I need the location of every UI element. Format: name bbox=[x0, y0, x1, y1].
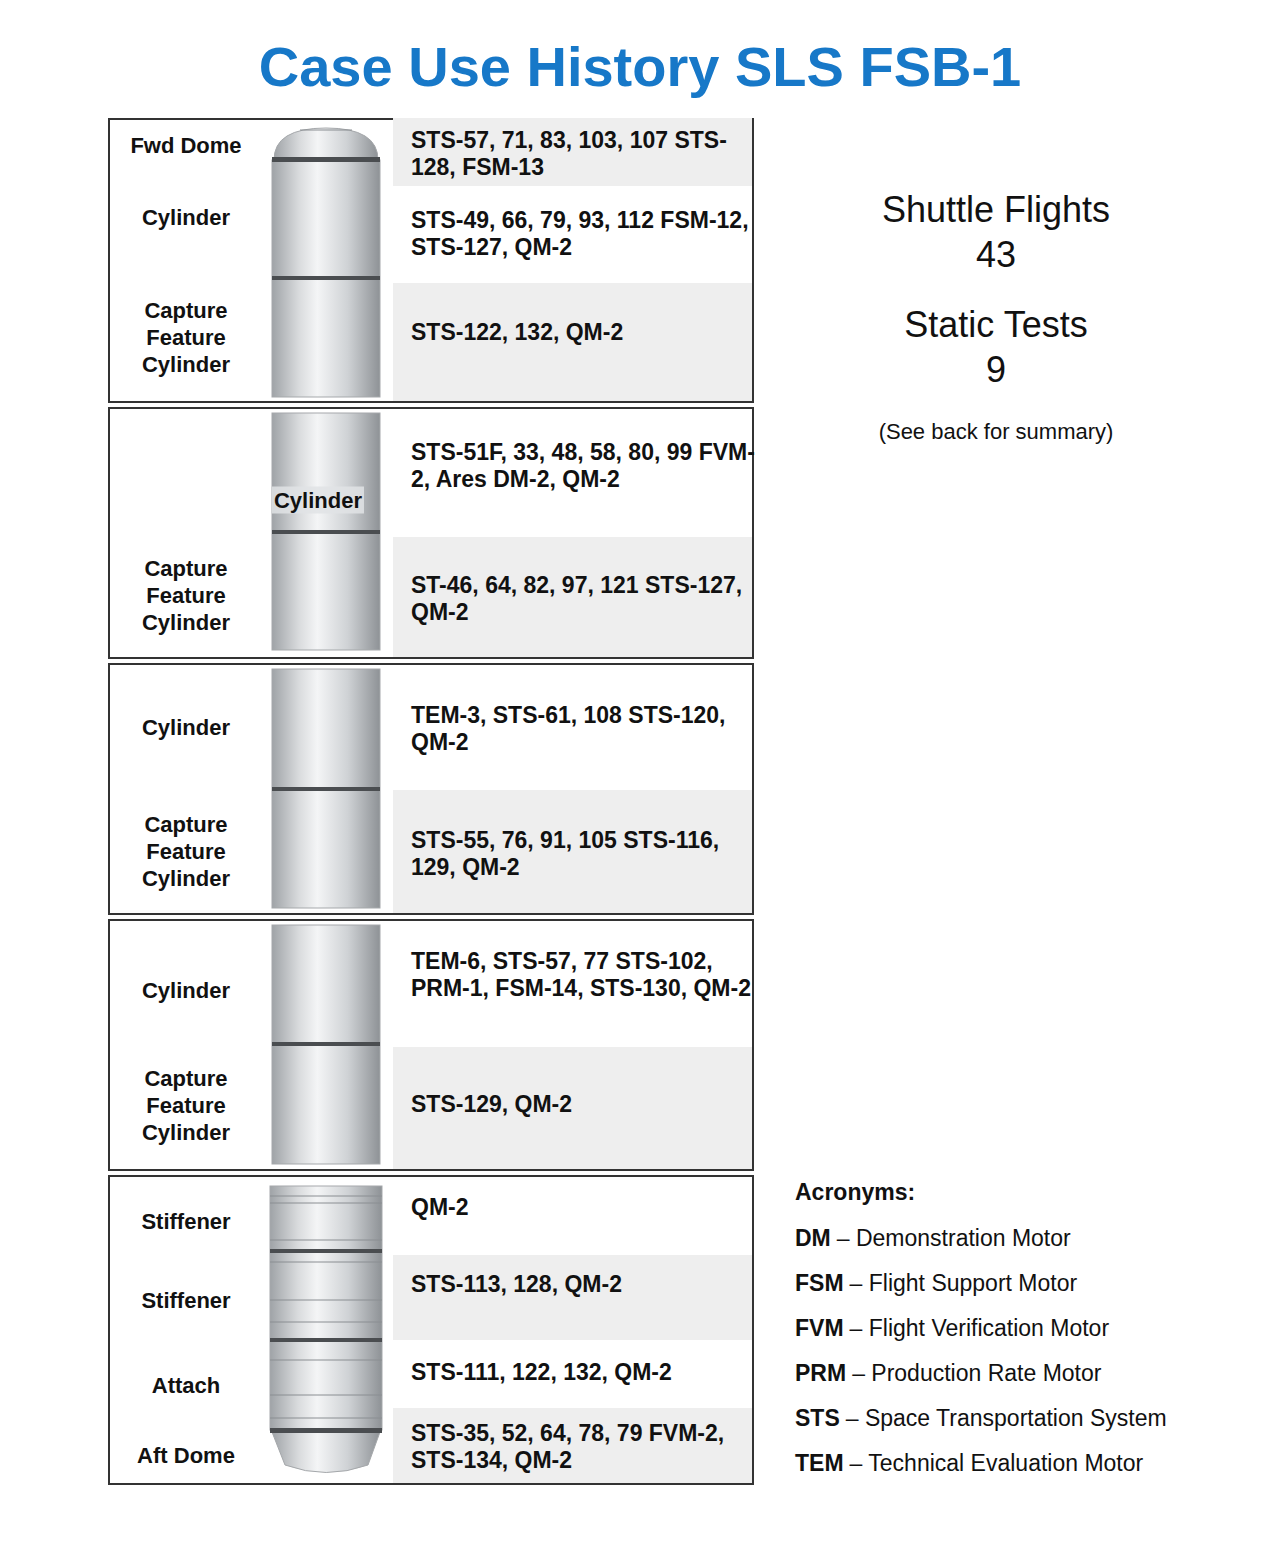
flight-list: QM-2 bbox=[411, 1194, 756, 1221]
acronym-meaning: – Production Rate Motor bbox=[852, 1359, 1101, 1387]
part-name: Attach bbox=[111, 1372, 261, 1399]
part-name: Stiffener bbox=[111, 1208, 261, 1235]
part-name: Cylinder bbox=[111, 977, 261, 1004]
flight-list: STS-122, 132, QM-2 bbox=[411, 319, 756, 346]
shaded-row bbox=[393, 1255, 752, 1340]
acronym-meaning: – Flight Support Motor bbox=[850, 1269, 1078, 1297]
acronym-row: FSM– Flight Support Motor bbox=[795, 1269, 1077, 1297]
part-name: Capture Feature Cylinder bbox=[111, 1065, 261, 1146]
acronym-row: FVM– Flight Verification Motor bbox=[795, 1314, 1109, 1342]
flight-list: STS-35, 52, 64, 78, 79 FVM-2, STS-134, Q… bbox=[411, 1420, 756, 1474]
summary-text: Shuttle Flights bbox=[746, 188, 1246, 231]
flight-list: STS-55, 76, 91, 105 STS-116, 129, QM-2 bbox=[411, 827, 756, 881]
flight-list: STS-129, QM-2 bbox=[411, 1091, 756, 1118]
segment-box: Cylinder TEM-6, STS-57, 77 STS-102, PRM-1… bbox=[108, 919, 754, 1171]
acronym-meaning: – Space Transportation System bbox=[846, 1404, 1167, 1432]
acronyms-heading: Acronyms: bbox=[795, 1178, 915, 1206]
segment-box: Cylinder TEM-3, STS-61, 108 STS-120, QM-2… bbox=[108, 663, 754, 915]
acronym-meaning: – Demonstration Motor bbox=[837, 1224, 1071, 1252]
flight-list: ST-46, 64, 82, 97, 121 STS-127, QM-2 bbox=[411, 572, 756, 626]
part-name: Cylinder bbox=[111, 714, 261, 741]
part-name: Capture Feature Cylinder bbox=[111, 555, 261, 636]
summary-text: Static Tests bbox=[746, 303, 1246, 346]
flight-list: STS-51F, 33, 48, 58, 80, 99 FVM-2, Ares … bbox=[411, 439, 756, 493]
flight-list: TEM-6, STS-57, 77 STS-102, PRM-1, FSM-14… bbox=[411, 948, 756, 1002]
segment-box: StiffenerQM-2StiffenerSTS-113, 128, QM-2… bbox=[108, 1175, 754, 1485]
segment-box: Cylinder STS-51F, 33, 48, 58, 80, 99 FVM-… bbox=[108, 407, 754, 659]
part-name: Stiffener bbox=[111, 1287, 261, 1314]
acronym-meaning: – Flight Verification Motor bbox=[850, 1314, 1110, 1342]
flight-list: TEM-3, STS-61, 108 STS-120, QM-2 bbox=[411, 702, 756, 756]
acronym: TEM bbox=[795, 1449, 844, 1477]
acronym-row: TEM– Technical Evaluation Motor bbox=[795, 1449, 1143, 1477]
acronym: FVM bbox=[795, 1314, 844, 1342]
part-name: Capture Feature Cylinder bbox=[111, 297, 261, 378]
segment-box: Fwd Dome STS-57, 71, 83, 103, 107 STS-128… bbox=[108, 118, 754, 403]
part-name: Aft Dome bbox=[111, 1442, 261, 1469]
acronym: STS bbox=[795, 1404, 840, 1432]
page-title: Case Use History SLS FSB-1 bbox=[0, 34, 1280, 100]
flight-list: STS-57, 71, 83, 103, 107 STS-128, FSM-13 bbox=[411, 127, 756, 181]
part-name: Fwd Dome bbox=[111, 132, 261, 159]
count-value: 43 bbox=[746, 233, 1246, 276]
flight-list: STS-49, 66, 79, 93, 112 FSM-12, STS-127,… bbox=[411, 207, 756, 261]
acronym-row: STS– Space Transportation System bbox=[795, 1404, 1167, 1432]
acronym-row: PRM– Production Rate Motor bbox=[795, 1359, 1101, 1387]
part-name: Cylinder bbox=[111, 204, 261, 231]
acronym: PRM bbox=[795, 1359, 846, 1387]
flight-list: STS-113, 128, QM-2 bbox=[411, 1271, 756, 1298]
part-name: Capture Feature Cylinder bbox=[111, 811, 261, 892]
acronym-meaning: – Technical Evaluation Motor bbox=[850, 1449, 1144, 1477]
part-name: Cylinder bbox=[272, 487, 364, 514]
summary-text: (See back for summary) bbox=[746, 419, 1246, 445]
acronym-row: DM– Demonstration Motor bbox=[795, 1224, 1071, 1252]
acronym: FSM bbox=[795, 1269, 844, 1297]
count-value: 9 bbox=[746, 348, 1246, 391]
flight-list: STS-111, 122, 132, QM-2 bbox=[411, 1359, 756, 1386]
acronym: DM bbox=[795, 1224, 831, 1252]
